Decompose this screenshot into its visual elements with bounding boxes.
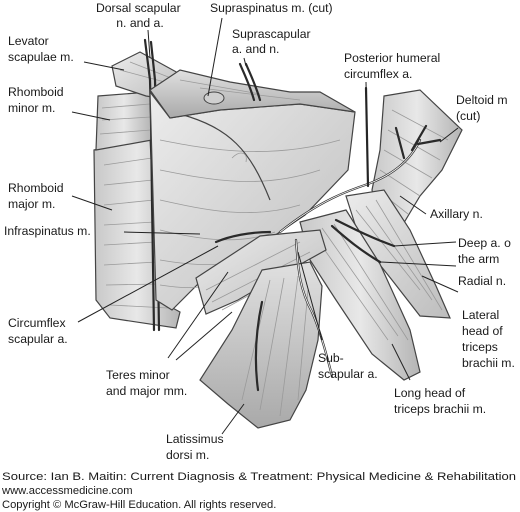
source-line-3: Copyright © McGraw-Hill Education. All r… [2,499,276,511]
leader-posterior-humeral [365,81,369,185]
label-dorsal-scapular: Dorsal scapular n. and a. [96,1,184,30]
label-rhomboid-minor: Rhomboid minor m. [8,85,67,115]
leader-deltoid [439,127,459,143]
leader-levator [83,61,125,71]
leader-radial [379,261,457,267]
leader-latissimus [221,403,245,435]
label-deltoid: Deltoid m (cut) [456,93,511,123]
radial-nerve-and-deep-artery [330,218,396,264]
source-line-2: www.accessmedicine.com [1,485,133,497]
label-subscapular: Sub- scapular a. [318,351,378,381]
label-deep-a: Deep a. o the arm [458,236,514,266]
leader-suprascapular [243,57,247,67]
label-suprascapular: Suprascapular a. and n. [232,27,314,56]
leader-dorsal-scapular [147,29,151,59]
leader-infraspinatus [123,231,201,235]
label-lateral-head: Lateral head of triceps brachii m. [462,308,515,370]
label-circumflex-scapular: Circumflex scapular a. [8,316,69,346]
leader-deep-a [393,241,457,247]
label-supraspinatus: Supraspinatus m. (cut) [210,1,333,15]
leader-rhomboid-major [71,195,113,211]
label-teres: Teres minor and major mm. [106,368,187,398]
label-long-head: Long head of triceps brachii m. [394,386,486,416]
leader-subscapular [297,251,323,341]
leader-circumflex-scapular [77,245,219,323]
leader-long-head [391,343,411,381]
suprascapular-vessels [238,62,262,102]
anatomy-illustration [93,38,463,429]
label-radial: Radial n. [458,274,506,288]
leader-rhomboid-minor [71,111,111,121]
leader-supraspinatus [207,17,223,97]
label-levator: Levator scapulae m. [8,34,74,64]
labels: Dorsal scapular n. and a. Supraspinatus … [4,1,515,462]
subscapular-vessels [214,230,334,392]
rhomboid-minor-muscle [95,91,153,151]
source-line-1: Source: Ian B. Maitin: Current Diagnosis… [2,471,516,483]
label-latissimus: Latissimus dorsi m. [166,432,227,462]
leader-teres-2 [175,311,233,361]
label-infraspinatus: Infraspinatus m. [4,224,91,238]
leader-axillary [399,195,427,215]
label-axillary: Axillary n. [430,207,483,221]
leader-teres-1 [167,271,229,359]
leader-lines [71,17,459,435]
label-rhomboid-major: Rhomboid major m. [8,181,67,211]
label-posterior-humeral: Posterior humeral circumflex a. [344,51,444,81]
source-credit: Source: Ian B. Maitin: Current Diagnosis… [1,471,516,511]
leader-lateral-head [421,275,459,293]
